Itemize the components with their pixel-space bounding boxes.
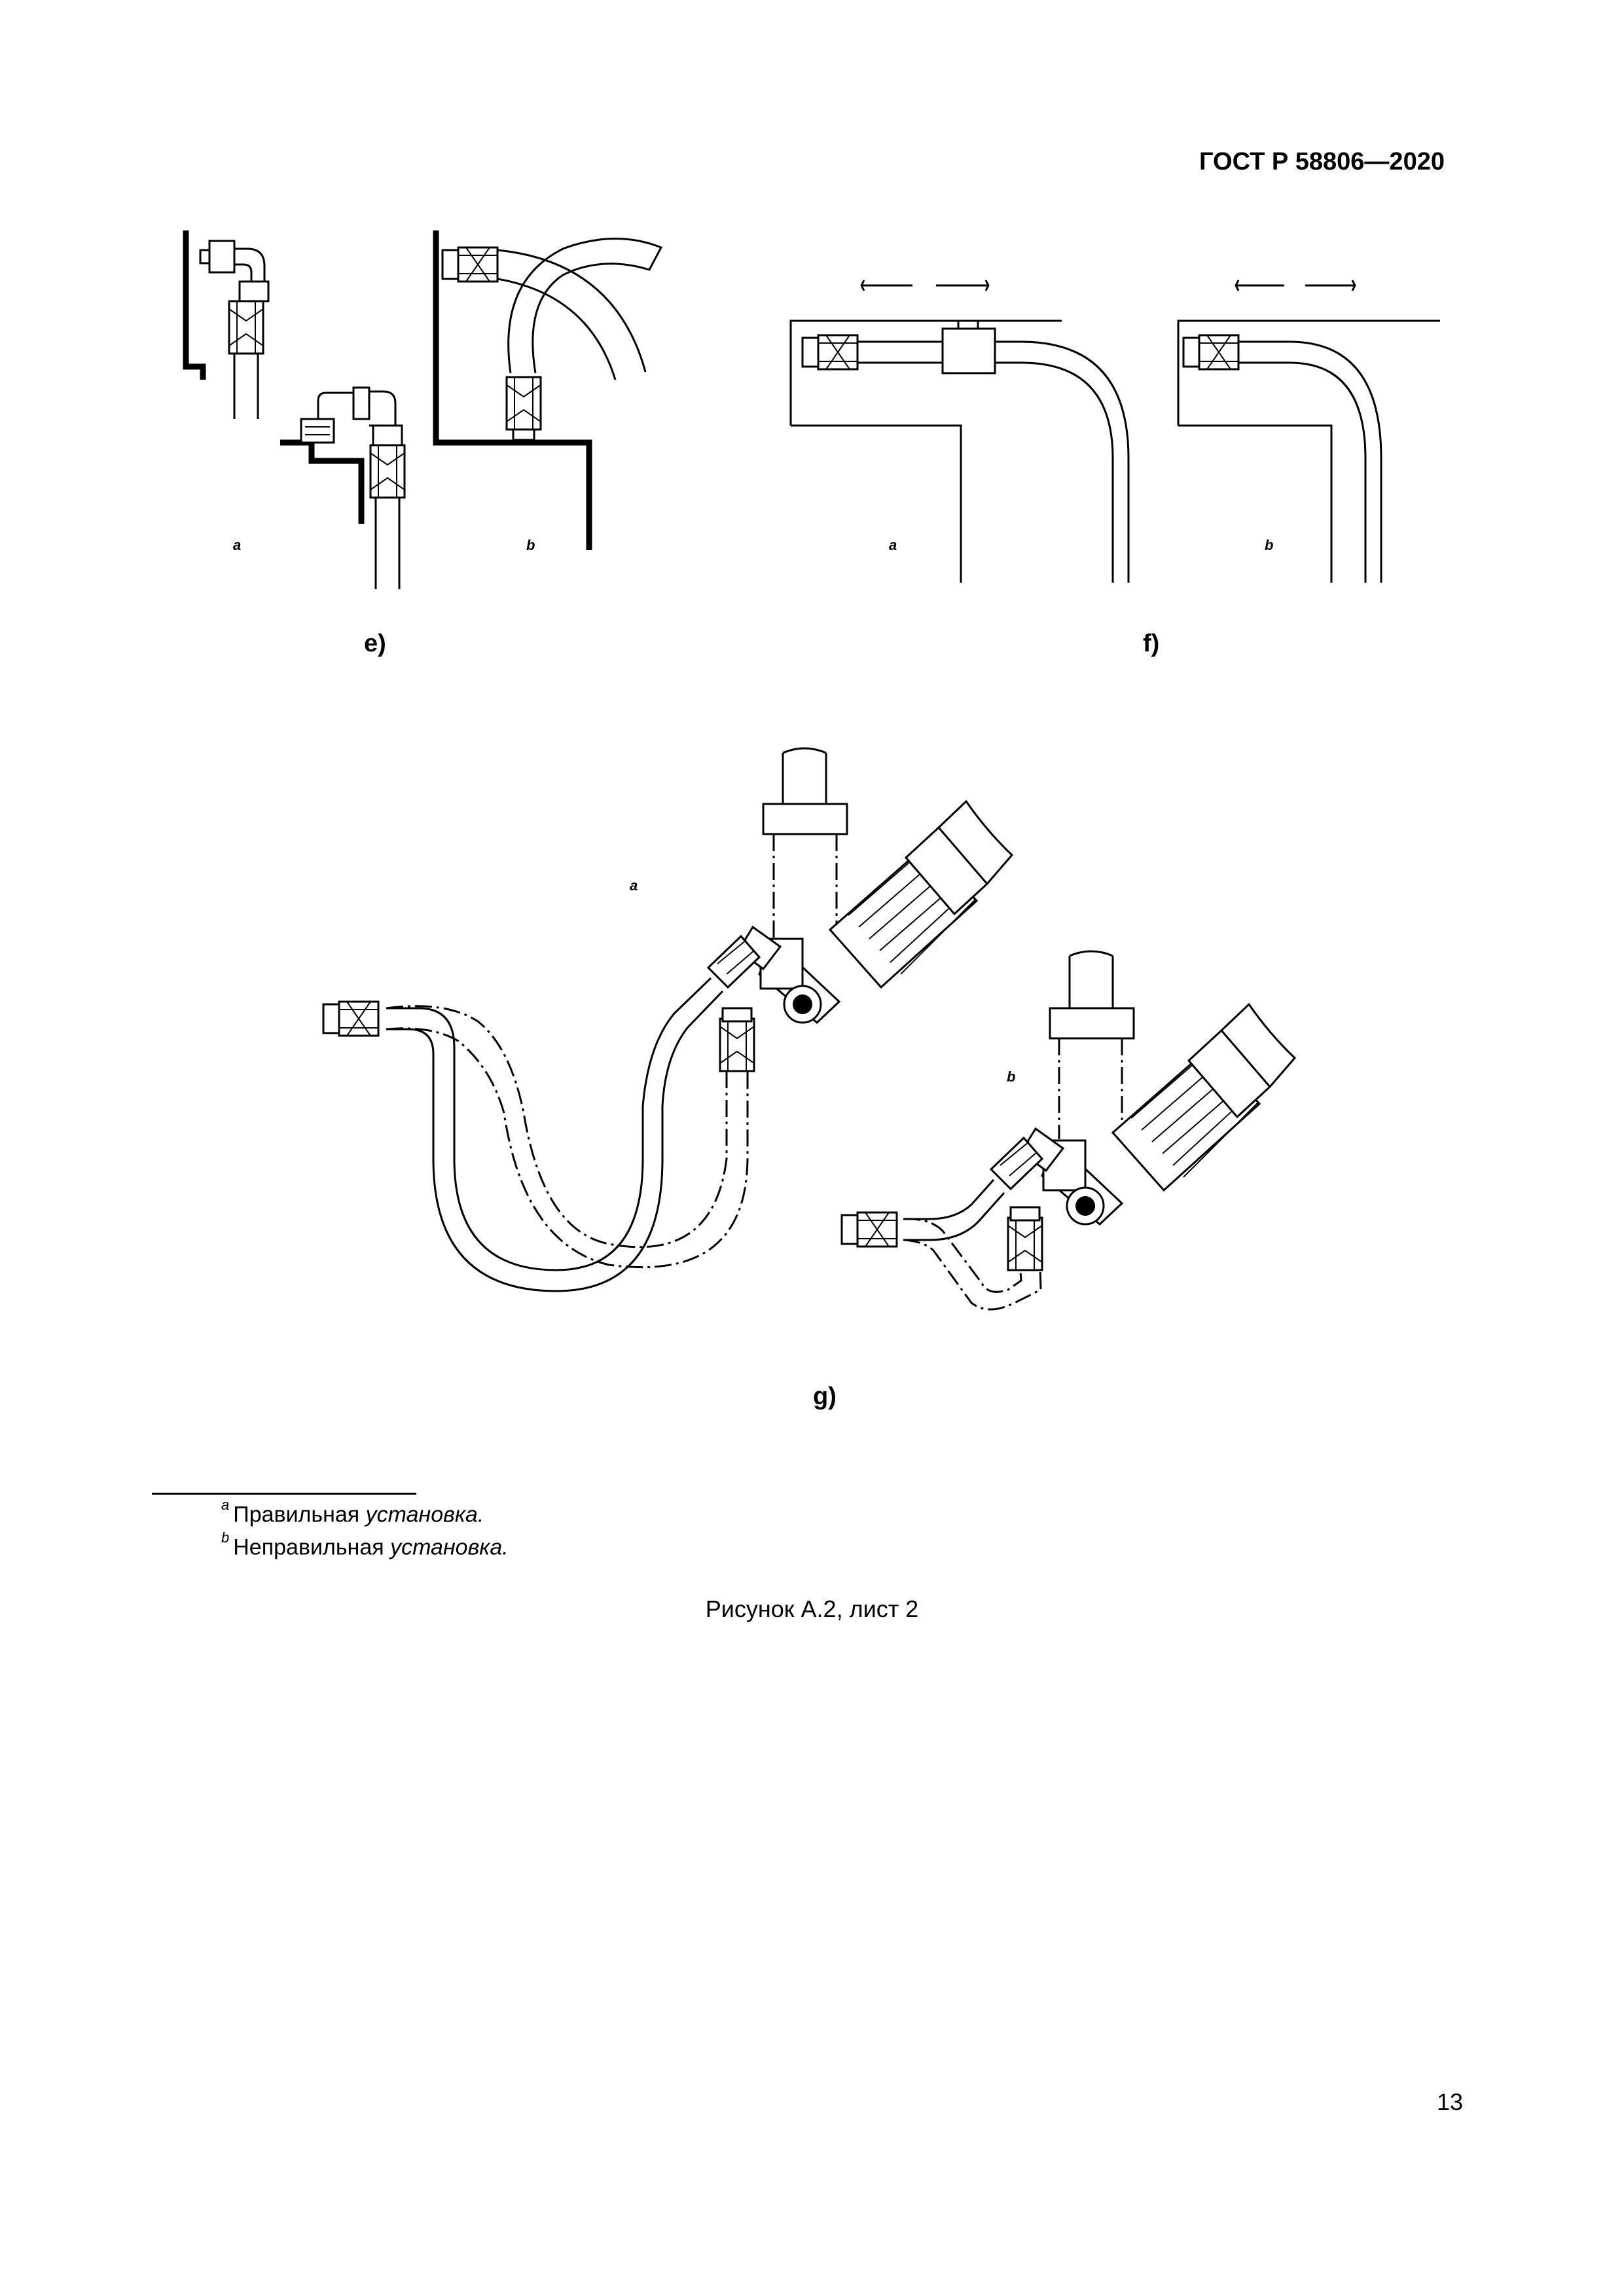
figure-g-a — [322, 747, 1014, 1292]
label-g-a: a — [630, 877, 638, 894]
footnote-a-mark: a — [221, 1497, 230, 1513]
panel-label-e: e) — [364, 630, 386, 657]
panel-label-g: g) — [813, 1383, 837, 1410]
document-id: ГОСТ Р 58806—2020 — [1199, 148, 1445, 175]
label-f-b: b — [1265, 537, 1273, 553]
label-e-b: b — [526, 537, 535, 553]
page-number: 13 — [1437, 2088, 1464, 2115]
label-g-b: b — [1007, 1068, 1015, 1085]
footnote-b-mark: b — [221, 1529, 230, 1546]
footnote-separator — [152, 1493, 416, 1495]
label-e-a: a — [233, 537, 241, 553]
figure-f-b — [1177, 280, 1440, 583]
figure-e-a2 — [280, 386, 406, 589]
footnote-a-text: Правильная — [233, 1502, 366, 1527]
footnote-a-italic: установка. — [365, 1502, 484, 1527]
footnote-b-text: Неправильная — [233, 1535, 391, 1560]
figure-caption: Рисунок А.2, лист 2 — [705, 1595, 919, 1622]
label-f-a: a — [889, 537, 897, 553]
footnote-b-italic: установка. — [390, 1535, 509, 1560]
figure-g-b — [840, 950, 1297, 1311]
figure-e-b — [433, 230, 663, 550]
figure-e-a — [183, 230, 270, 419]
panel-label-f: f) — [1143, 630, 1159, 657]
figure-f-a — [789, 280, 1130, 583]
